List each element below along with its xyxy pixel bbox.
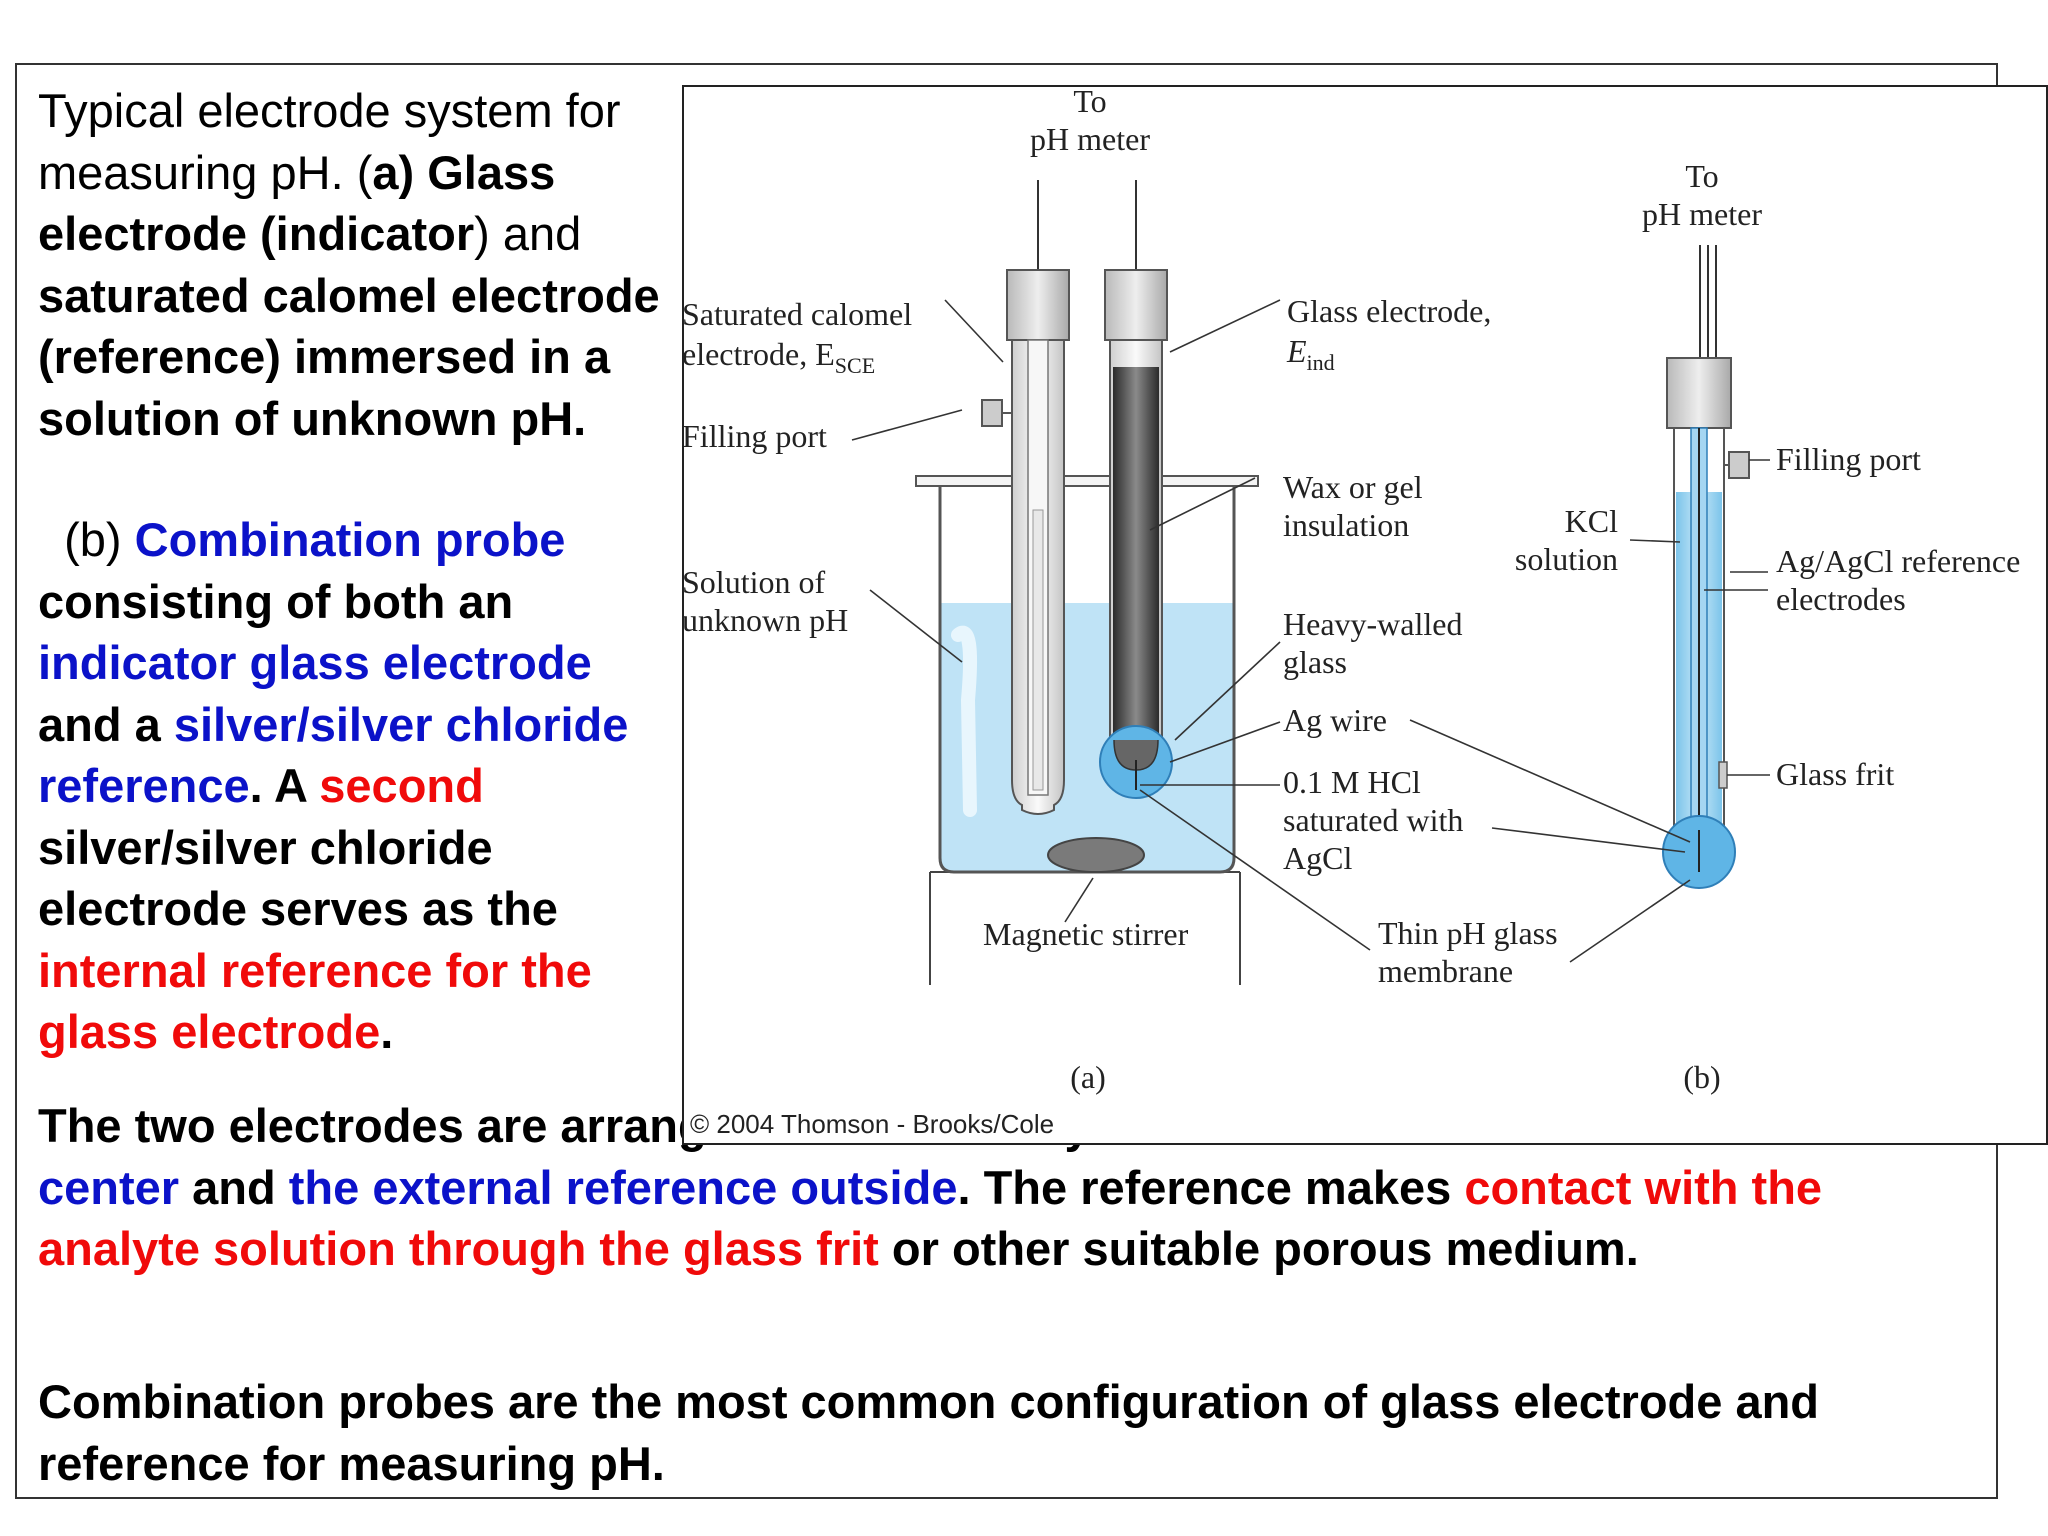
to-label-b: To (1685, 158, 1718, 194)
common-configuration-paragraph: Combination probes are the most common c… (38, 1375, 1819, 1490)
kcl-label-2: solution (1515, 541, 1618, 577)
filling-port-a-label: Filling port (682, 418, 827, 454)
kcl-label-1: KCl (1565, 503, 1618, 539)
heavy-walled-label-2: glass (1283, 644, 1347, 680)
calomel-electrode (981, 180, 1070, 815)
thin-membrane-label-1: Thin pH glass (1378, 915, 1558, 951)
caption-indicator: indicator glass electrode (38, 636, 592, 689)
beaker (915, 475, 1259, 874)
leader-lines (851, 299, 1770, 963)
p2-external-outside: the external reference outside (288, 1160, 958, 1214)
caption-period: . (380, 1005, 394, 1058)
ph-meter-label-b: pH meter (1642, 196, 1762, 232)
caption-consisting: consisting of both an (38, 574, 514, 628)
p2-contact-frit: contact with the analyte solution throug… (38, 1160, 1823, 1276)
glass-frit-label: Glass frit (1776, 756, 1894, 792)
figure-caption: Typical electrode system for measuring p… (38, 80, 678, 449)
panel-label-b: (b) (1683, 1059, 1720, 1095)
solution-label-2: unknown pH (682, 602, 848, 638)
p2-reference-makes: . The reference makes (957, 1160, 1465, 1214)
magnetic-stirrer-label: Magnetic stirrer (983, 916, 1189, 952)
ph-meter-label-a: pH meter (1030, 121, 1150, 157)
caption-glass-electrode: a) Glass electrode (indicator (38, 145, 556, 261)
glass-e-text: E (1286, 333, 1307, 369)
hcl-label-2: saturated with (1283, 802, 1463, 838)
sce-label-2-text: electrode, E (682, 336, 835, 372)
p2-porous: or other suitable porous medium. (878, 1222, 1639, 1275)
caption-a: . A (249, 759, 320, 812)
combination-probe (1662, 245, 1750, 889)
wax-label-1: Wax or gel (1283, 469, 1423, 505)
glass-electrode-label-1: Glass electrode, (1287, 293, 1491, 329)
agagcl-label-1: Ag/AgCl reference (1776, 543, 2020, 579)
sce-subscript: SCE (835, 353, 875, 378)
agagcl-label-2: electrodes (1776, 581, 1906, 617)
hcl-label-3: AgCl (1283, 840, 1352, 876)
heavy-walled-label-1: Heavy-walled (1283, 606, 1462, 642)
wax-label-2: insulation (1283, 507, 1409, 543)
sce-label-1: Saturated calomel (682, 296, 912, 332)
caption-second: second (319, 759, 484, 812)
caption-intro: Typical electrode system for measuring p… (38, 84, 621, 199)
caption-combination-probe: Combination probe (134, 513, 566, 566)
stir-bar (1047, 837, 1145, 873)
hcl-label-1: 0.1 M HCl (1283, 764, 1421, 800)
caption-b-prefix: (b) (64, 513, 135, 566)
thin-membrane-label-2: membrane (1378, 953, 1513, 989)
figure-frame (682, 85, 2048, 1145)
caption-serves: silver/silver chloride electrode serves … (38, 820, 558, 936)
caption-calomel: saturated calomel electrode (reference) … (38, 268, 660, 445)
sce-label-2: electrode, ESCE (682, 336, 875, 378)
combination-probe-text: (b) Combination probe consisting of both… (38, 509, 688, 1063)
to-label-a: To (1073, 83, 1106, 119)
filling-port-b-label: Filling port (1776, 441, 1921, 477)
p2-and: and (179, 1160, 289, 1214)
glass-electrode-label-2: Eind (1286, 333, 1335, 375)
copyright-notice: © 2004 Thomson - Brooks/Cole (690, 1109, 1054, 1139)
caption-and-a: and a (38, 697, 174, 751)
glass-subscript: ind (1307, 350, 1335, 375)
solution-label-1: Solution of (682, 564, 825, 600)
caption-silver-reference: silver/silver chloride reference (38, 697, 629, 813)
glass-electrode (1099, 180, 1173, 799)
ag-wire-label: Ag wire (1283, 702, 1387, 738)
panel-label-a: (a) (1070, 1059, 1106, 1095)
caption-and: ) and (474, 207, 582, 260)
caption-internal-reference: internal reference for the glass electro… (38, 943, 592, 1059)
